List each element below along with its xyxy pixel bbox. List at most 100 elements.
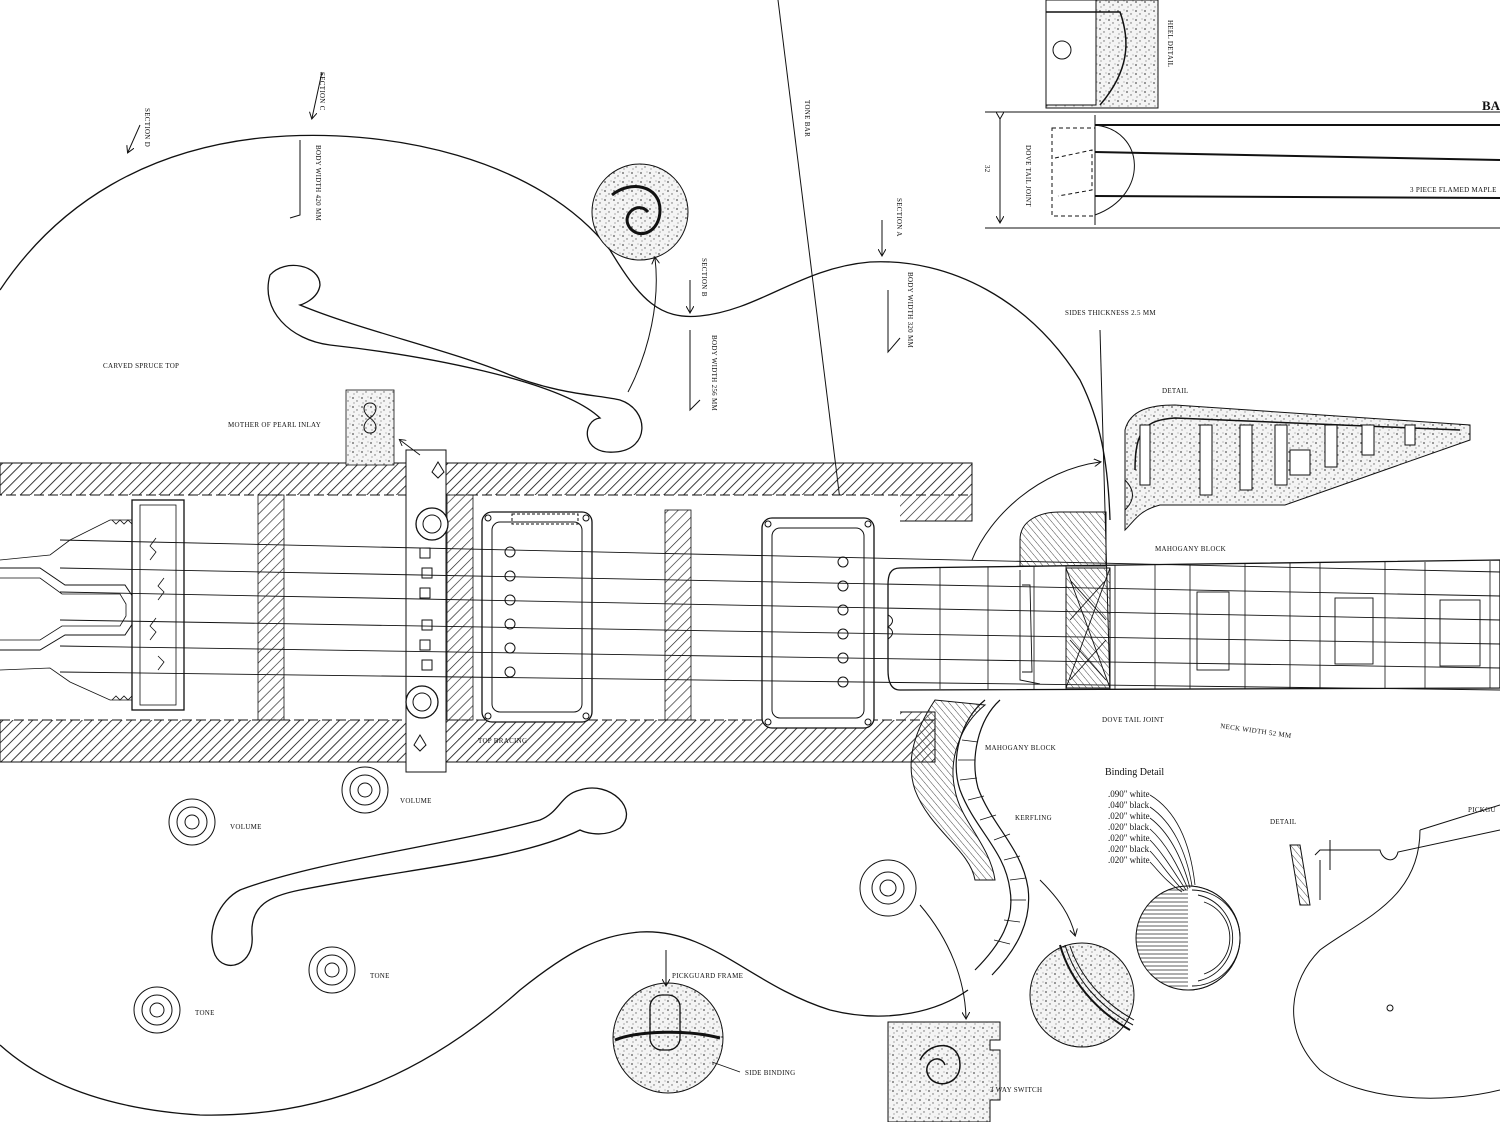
tone-knob-1 [308,946,356,994]
bridge-thumbwheel-bottom-inner [412,692,432,712]
label-section-b: SECTION B [700,258,708,297]
bridge-plate-inner [139,504,177,706]
binding-detail-2-arcs [1191,889,1241,987]
label-side-binding: SIDE BINDING [745,1069,795,1077]
tone-bar-line [777,0,840,500]
brace-2 [446,494,474,721]
dovetail-cross [1065,567,1111,689]
switch-detail-box [887,1021,1001,1123]
label-pearl-inlay: MOTHER OF PEARL INLAY [228,421,321,429]
label-pickguard-frame: PICKGUARD FRAME [672,972,743,980]
binding-layer: .020" white [1108,811,1150,821]
label-mahogany-block-2: MAHOGANY BLOCK [985,744,1056,752]
label-volume-2: VOLUME [230,823,262,831]
volume-knob-1 [341,766,389,814]
label-dove-tail-joint: DOVE TAIL JOINT [1102,716,1164,724]
switch-arrow [919,904,966,1018]
detail-arrow-top [971,462,1100,561]
label-three-way-switch: 3 WAY SWITCH [990,1086,1042,1094]
pickguard-detail-binding [614,1030,721,1042]
bridge-thumbwheel-bottom [405,685,439,719]
frets [939,561,1491,689]
kerfling-strip [955,699,1030,976]
side-binding-leader [711,1061,741,1073]
bracing-bar-upper-inner [0,462,973,496]
bridge-saddles [419,547,433,671]
switch-detail-shape [919,1044,961,1085]
label-kerfling: KERFLING [1015,814,1052,822]
strings [59,539,1500,691]
f-hole-lower [211,787,627,966]
fret-inlays [1196,591,1481,671]
mahogany-block-lower [910,699,996,881]
label-neck-dim: 32 [983,165,991,173]
heel-detail-block [1045,0,1097,106]
label-heel-detail: HEEL DETAIL [1166,20,1174,67]
scroll-detail-curl [611,185,662,235]
fretboard [887,559,1500,691]
body-outline-upper [0,134,1111,521]
kerfling-ticks [958,739,1027,945]
binding-layer: .090" white [1108,789,1150,799]
f-hole-upper [267,264,643,453]
bridge-thumbwheel-top [415,507,449,541]
pearl-inlay-shape [363,402,377,434]
binding-layer: .020" black [1108,844,1150,854]
binding-leaders [1149,794,1196,893]
volume-knob-2 [168,798,216,846]
binding-layer-list: .090" white .040" black .020" white .020… [1108,789,1150,865]
neck-pickup [761,517,875,729]
bridge-saddle-marks [149,537,165,671]
pearl-inlay-box [345,389,395,466]
tailpiece-inner [0,577,127,641]
label-section-d: SECTION D [143,108,151,147]
binding-layer: .020" black [1108,822,1150,832]
binding-detail-circle-1 [1029,942,1135,1048]
binding-detail-1-line [1059,944,1131,1031]
label-tone-2: TONE [195,1009,215,1017]
label-detail-right: DETAIL [1270,818,1297,826]
kerfling-detail [1124,404,1471,532]
label-tone-bar: TONE BAR [803,100,811,137]
label-section-c: SECTION C [318,72,326,111]
label-pickguard-cut: PICKGU [1468,806,1496,814]
label-carved-top: CARVED SPRUCE TOP [103,362,179,370]
label-dove-tail-side: DOVE TAIL JOINT [1024,145,1032,207]
binding-detail-title: Binding Detail [1105,767,1164,778]
pickguard-detail-circle [612,982,724,1094]
tone-knob-2 [133,986,181,1034]
label-volume-1: VOLUME [400,797,432,805]
scroll-arrow [627,258,656,393]
sides-thickness-leader [1099,329,1111,691]
fretboard-break [887,614,893,640]
label-top-bracing: TOP BRACING [478,737,527,745]
label-section-a: SECTION A [895,198,903,237]
mahogany-block-upper [1019,511,1107,567]
bridge-thumbwheel-top-inner [422,514,442,534]
label-ba-cut: BA [1482,98,1500,113]
label-sides-thickness: SIDES THICKNESS 2.5 MM [1065,309,1156,317]
label-maple-neck: 3 PIECE FLAMED MAPLE [1410,186,1497,194]
label-body-width-c: BODY WIDTH 420 MM [314,145,322,222]
bridge-plate [131,499,185,711]
binding-detail-1-layers [1064,944,1135,1026]
binding-layer: .020" white [1108,855,1150,865]
label-neck-width: NECK WIDTH 52 MM [1220,722,1293,740]
brace-1 [257,494,285,721]
right-detail [1289,804,1500,1099]
binding-layer: .040" black [1108,800,1150,810]
body-outline-lower [0,931,969,1116]
label-tone-1: TONE [370,972,390,980]
label-body-width-b: BODY WIDTH 256 MM [710,335,718,412]
scroll-detail-circle [591,163,689,261]
neck-heel-outline [1019,570,1041,685]
binding-layer: .020" white [1108,833,1150,843]
heel-detail-screw [1052,40,1072,60]
label-mahogany-block-1: MAHOGANY BLOCK [1155,545,1226,553]
bridge-post-bar [405,449,447,773]
pickguard-detail-frame [649,994,681,1051]
label-body-width-a: BODY WIDTH 320 MM [906,272,914,349]
neck-dovetail-view [985,111,1500,229]
